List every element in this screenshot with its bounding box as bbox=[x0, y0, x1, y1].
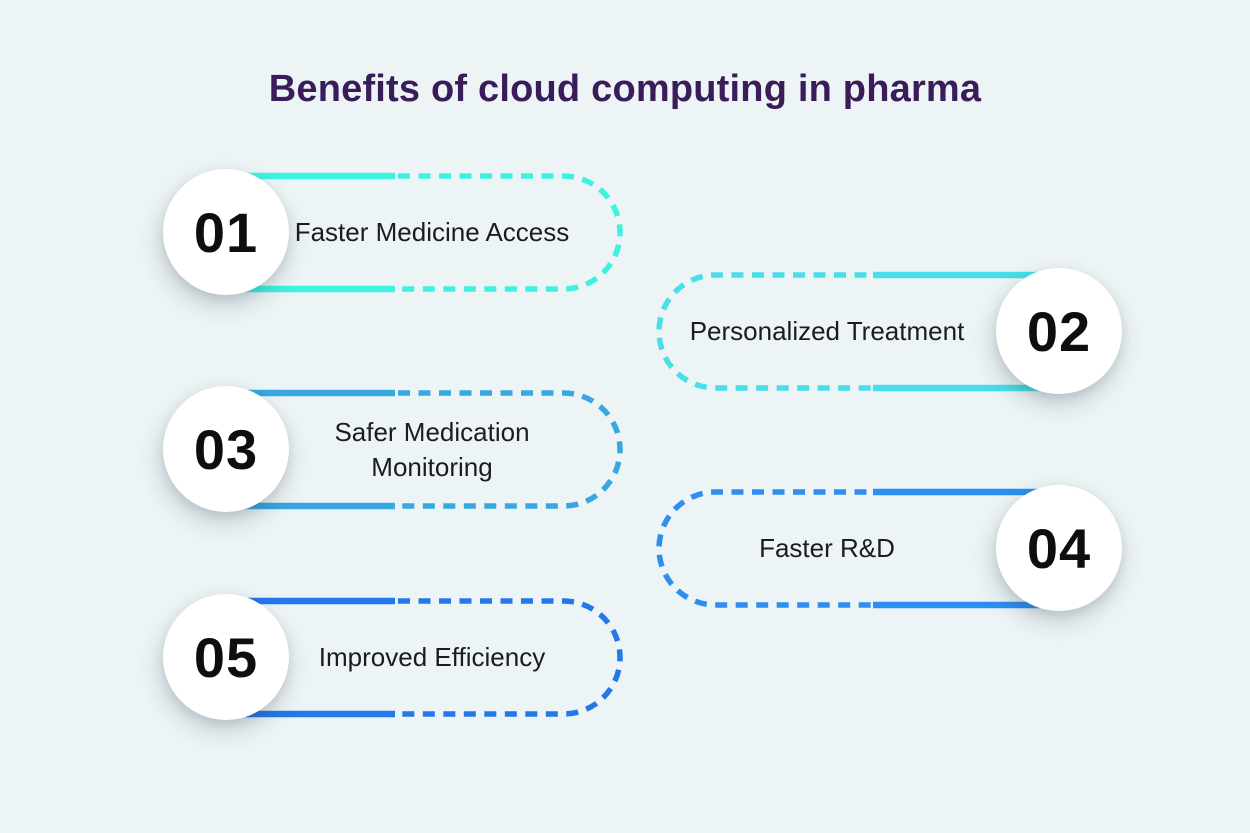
benefit-label-2: Personalized Treatment bbox=[660, 287, 994, 377]
benefit-label-text: Improved Efficiency bbox=[318, 642, 546, 673]
capsule-dashed-stroke bbox=[398, 598, 623, 717]
capsule-dashed-stroke bbox=[398, 390, 623, 509]
capsule-dashed-stroke bbox=[656, 489, 887, 608]
badge-number: 02 bbox=[1026, 299, 1092, 363]
number-badge-3: 03 bbox=[163, 386, 289, 512]
number-badge-2: 02 bbox=[996, 268, 1122, 394]
benefit-label-4: Faster R&D bbox=[660, 504, 994, 594]
benefit-label-text: Faster R&D bbox=[759, 533, 895, 564]
benefit-label-text: Safer Medication Monitoring bbox=[334, 416, 530, 482]
benefit-label-1: Faster Medicine Access bbox=[277, 188, 587, 278]
capsule-dashed-stroke bbox=[656, 272, 887, 391]
number-badge-5: 05 bbox=[163, 594, 289, 720]
benefit-label-text: Faster Medicine Access bbox=[294, 217, 570, 248]
benefit-label-text: Personalized Treatment bbox=[689, 316, 965, 347]
capsule-dashed-stroke bbox=[398, 173, 623, 292]
badge-number: 03 bbox=[193, 417, 259, 481]
benefit-label-3: Safer Medication Monitoring bbox=[287, 405, 577, 495]
number-badge-4: 04 bbox=[996, 485, 1122, 611]
benefit-label-5: Improved Efficiency bbox=[277, 613, 587, 703]
number-badge-1: 01 bbox=[163, 169, 289, 295]
badge-number: 05 bbox=[193, 625, 259, 689]
badge-number: 01 bbox=[193, 200, 259, 264]
badge-number: 04 bbox=[1026, 516, 1092, 580]
page-title: Benefits of cloud computing in pharma bbox=[268, 68, 982, 110]
